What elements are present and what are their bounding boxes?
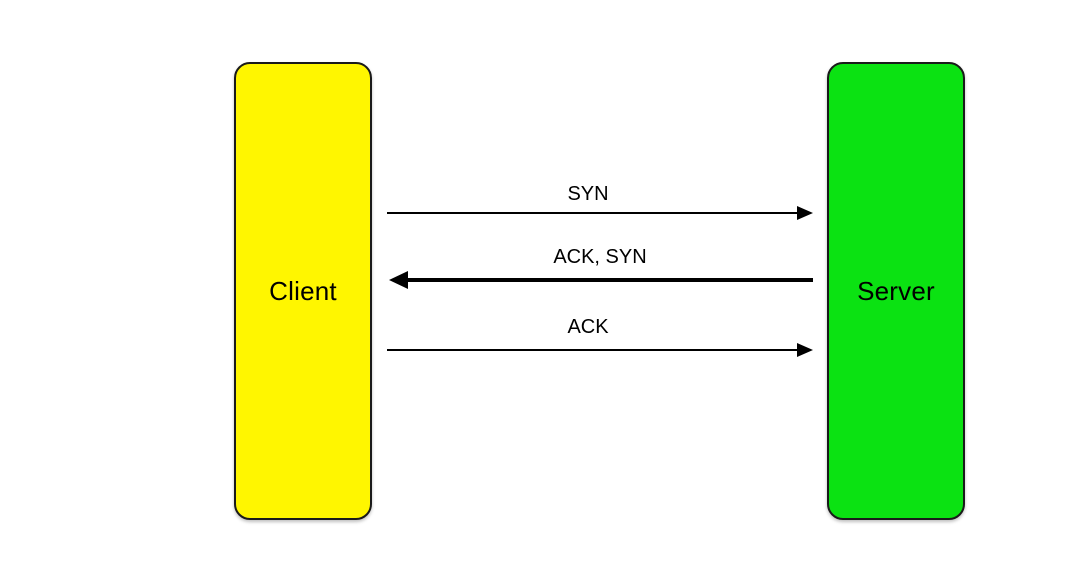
message-label-ack-syn: ACK, SYN <box>553 246 647 268</box>
arrowhead-right-icon <box>797 206 813 220</box>
arrowhead-right-icon <box>797 343 813 357</box>
arrow-syn <box>387 206 813 220</box>
client-node: Client <box>234 62 372 520</box>
client-node-label: Client <box>269 275 337 306</box>
message-label-ack: ACK <box>567 316 609 338</box>
arrow-ack <box>387 343 813 357</box>
server-node: Server <box>827 62 965 520</box>
server-node-label: Server <box>857 275 935 306</box>
arrow-ack-syn <box>389 271 813 289</box>
arrowhead-left-icon <box>389 271 408 289</box>
message-label-syn: SYN <box>567 183 609 205</box>
